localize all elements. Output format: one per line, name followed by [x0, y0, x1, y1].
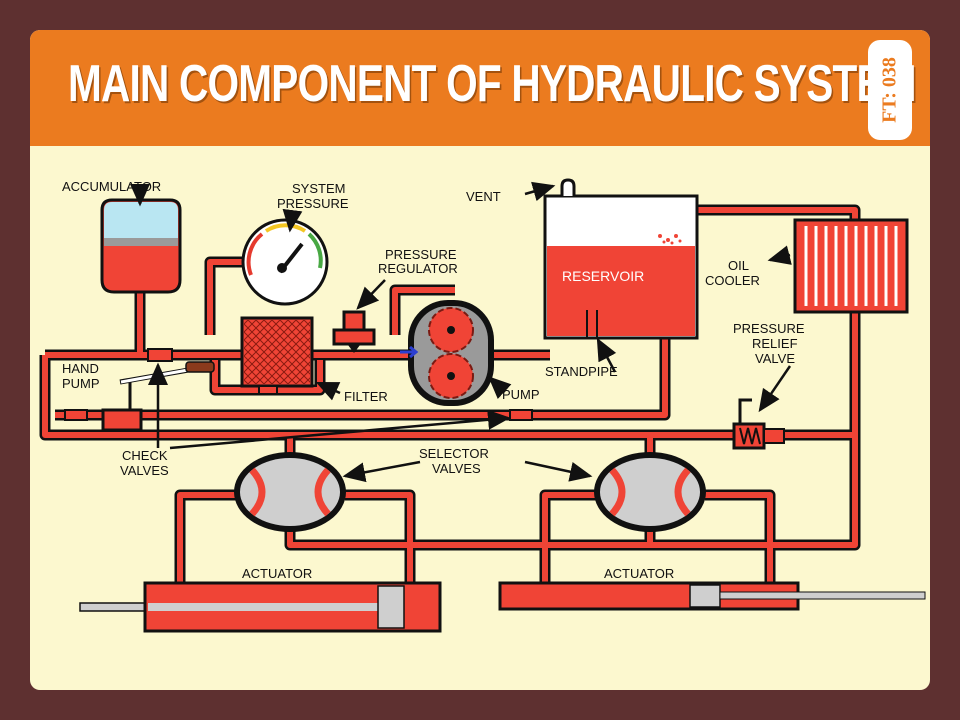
- accumulator: [100, 198, 182, 294]
- label-selector-valves-1: SELECTOR: [419, 446, 489, 461]
- label-check-valves-1: CHECK: [122, 448, 168, 463]
- code-badge: FT: 038: [868, 40, 912, 140]
- label-reservoir: RESERVOIR: [562, 268, 644, 284]
- filter: [240, 316, 314, 395]
- leader-lines: [130, 181, 792, 483]
- label-pressure-regulator-1: PRESSURE: [385, 247, 457, 262]
- label-system-pressure-1: SYSTEM: [292, 181, 345, 196]
- label-vent: VENT: [466, 189, 501, 204]
- label-pressure-regulator-2: REGULATOR: [378, 261, 458, 276]
- label-pressure-relief-1: PRESSURE: [733, 321, 805, 336]
- selector-valve-right: [594, 452, 706, 532]
- label-actuator-right: ACTUATOR: [604, 566, 674, 581]
- label-standpipe: STANDPIPE: [545, 364, 618, 379]
- selector-valve-left: [234, 452, 346, 532]
- check-valves: [64, 348, 533, 421]
- reservoir: [543, 178, 699, 340]
- label-pump: PUMP: [502, 387, 540, 402]
- diagram-labels: ACCUMULATOR SYSTEM PRESSURE VENT PRESSUR…: [62, 179, 805, 581]
- pressure-regulator: [332, 310, 376, 353]
- label-selector-valves-2: VALVES: [432, 461, 481, 476]
- label-check-valves-2: VALVES: [120, 463, 169, 478]
- label-pressure-relief-3: VALVE: [755, 351, 795, 366]
- label-accumulator: ACCUMULATOR: [62, 179, 161, 194]
- header-banner: MAIN COMPONENT OF HYDRAULIC SYSTEM FT: 0…: [30, 30, 930, 146]
- label-actuator-left: ACTUATOR: [242, 566, 312, 581]
- label-hand-pump-1: HAND: [62, 361, 99, 376]
- label-pressure-relief-2: RELIEF: [752, 336, 798, 351]
- pressure-relief-valve: [732, 398, 785, 450]
- actuator-left: [79, 581, 442, 633]
- label-oil-cooler-2: COOLER: [705, 273, 760, 288]
- label-system-pressure-2: PRESSURE: [277, 196, 349, 211]
- pump: [400, 300, 494, 406]
- label-filter: FILTER: [344, 389, 388, 404]
- label-oil-cooler-1: OIL: [728, 258, 749, 273]
- label-hand-pump-2: PUMP: [62, 376, 100, 391]
- oil-cooler: [793, 218, 909, 314]
- pressure-gauge-icon: [241, 218, 329, 306]
- actuator-right: [498, 581, 926, 611]
- page-title: MAIN COMPONENT OF HYDRAULIC SYSTEM: [68, 55, 917, 113]
